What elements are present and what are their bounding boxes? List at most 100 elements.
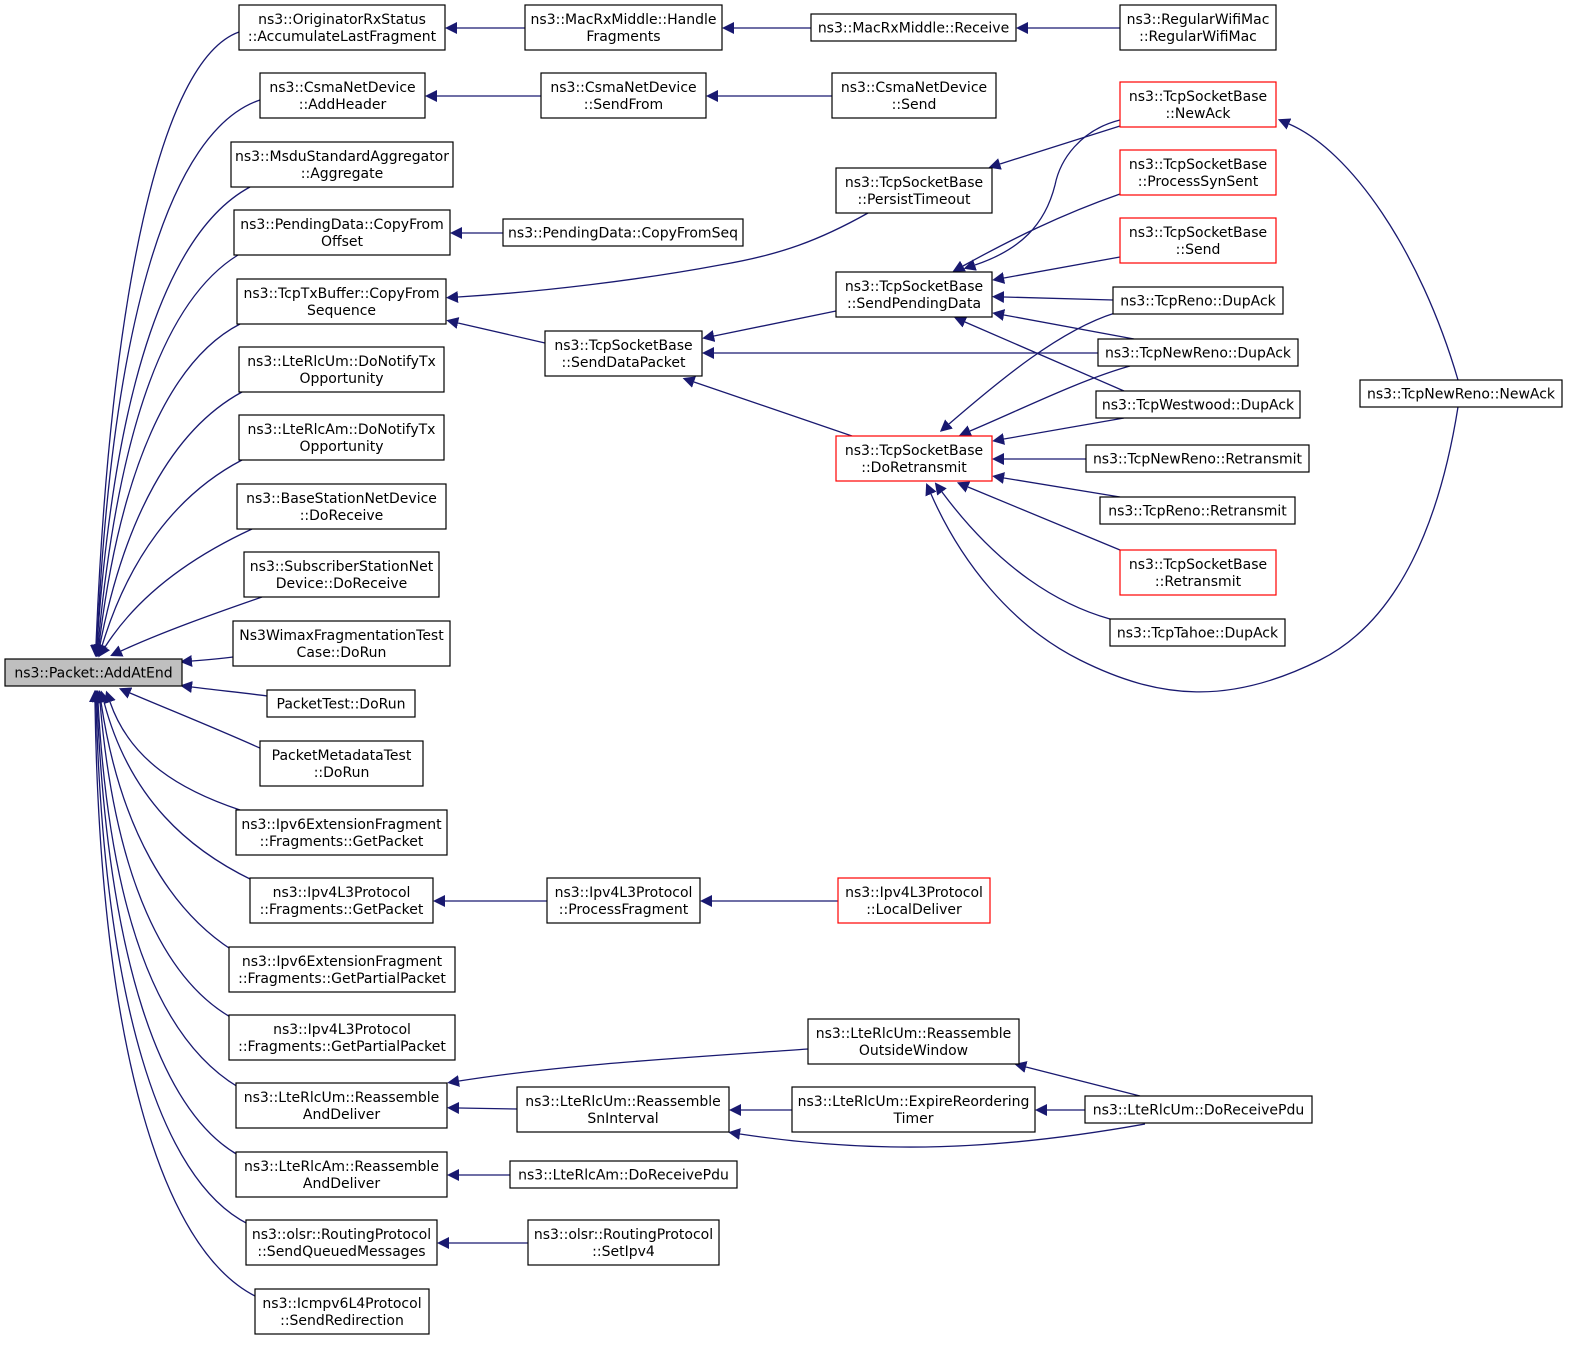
node-rlcam-dorecv[interactable]: ns3::LteRlcAm::DoReceivePdu xyxy=(509,1160,738,1189)
node-label-line: ::SendFrom xyxy=(584,97,663,113)
node-label-line: Device::DoReceive xyxy=(276,576,407,592)
node-tcp-doretx[interactable]: ns3::TcpSocketBase::DoRetransmit xyxy=(835,435,993,482)
node-label-line: ns3::Ipv4L3Protocol xyxy=(845,885,983,901)
node-box xyxy=(245,1219,438,1266)
edge-pend_off-to-root xyxy=(92,254,239,657)
node-label-line: ::AddHeader xyxy=(299,97,387,113)
node-bs-recv[interactable]: ns3::BaseStationNetDevice::DoReceive xyxy=(236,483,447,530)
node-wifi-mac[interactable]: ns3::RegularWifiMac::RegularWifiMac xyxy=(1119,4,1277,51)
edge-wimax_test-to-root xyxy=(180,655,234,667)
node-label-line: ::SendRedirection xyxy=(280,1313,404,1329)
node-label-line: ns3::Ipv6ExtensionFragment xyxy=(242,954,443,970)
node-box xyxy=(810,13,1017,42)
edge-ipv4_get-to-root xyxy=(98,690,253,881)
node-label-line: ::ProcessFragment xyxy=(559,902,689,918)
node-tcp-procsyn[interactable]: ns3::TcpSocketBase::ProcessSynSent xyxy=(1119,149,1277,196)
node-meta-test[interactable]: PacketMetadataTest::DoRun xyxy=(259,740,424,787)
node-label-line: ns3::LteRlcUm::ExpireReordering xyxy=(798,1094,1030,1110)
node-box xyxy=(835,167,993,214)
node-box xyxy=(544,330,703,377)
node-label-line: Fragments xyxy=(586,29,660,45)
node-icmp-redir[interactable]: ns3::Icmpv6L4Protocol::SendRedirection xyxy=(254,1288,430,1335)
node-label-line: ns3::TcpNewReno::Retransmit xyxy=(1093,452,1303,468)
node-label-line: ns3::CsmaNetDevice xyxy=(550,80,696,96)
node-newreno-dupack[interactable]: ns3::TcpNewReno::DupAck xyxy=(1097,338,1299,367)
node-ipv4-localdeliver[interactable]: ns3::Ipv4L3Protocol::LocalDeliver xyxy=(837,877,991,924)
node-box xyxy=(230,141,454,188)
node-reno-retx[interactable]: ns3::TcpReno::Retransmit xyxy=(1099,496,1296,525)
node-tcp-retx[interactable]: ns3::TcpSocketBase::Retransmit xyxy=(1119,549,1277,596)
node-box xyxy=(238,4,446,51)
node-tcp-senddata[interactable]: ns3::TcpSocketBase::SendDataPacket xyxy=(544,330,703,377)
node-tcp-newack[interactable]: ns3::TcpSocketBase::NewAck xyxy=(1119,81,1277,128)
node-tcp-sendpending[interactable]: ns3::TcpSocketBase::SendPendingData xyxy=(835,271,993,318)
edge-rlcum_outside-to-rlcum_reasm xyxy=(447,1048,809,1087)
edge-ipv6_partial-to-root xyxy=(95,690,233,951)
node-box xyxy=(546,877,701,924)
node-label-line: ::PersistTimeout xyxy=(858,192,971,208)
node-box xyxy=(4,658,183,687)
node-msdu[interactable]: ns3::MsduStandardAggregator::Aggregate xyxy=(230,141,454,188)
node-ss-recv[interactable]: ns3::SubscriberStationNetDevice::DoRecei… xyxy=(243,551,440,598)
node-pend-seq[interactable]: ns3::PendingData::CopyFromSeq xyxy=(502,218,744,247)
node-tcp-persist[interactable]: ns3::TcpSocketBase::PersistTimeout xyxy=(835,167,993,214)
node-olsr-setipv4[interactable]: ns3::olsr::RoutingProtocol::SetIpv4 xyxy=(527,1219,720,1266)
node-rlcum-dorecv[interactable]: ns3::LteRlcUm::DoReceivePdu xyxy=(1084,1095,1313,1124)
node-newreno-retx[interactable]: ns3::TcpNewReno::Retransmit xyxy=(1085,444,1310,473)
node-csma-add[interactable]: ns3::CsmaNetDevice::AddHeader xyxy=(259,72,426,119)
edge-rlcum_dorecv-to-rlcum_sninterval xyxy=(728,1123,1146,1148)
edge-reno_dupack-to-tcp_sendpending xyxy=(992,291,1114,303)
node-label-line: ns3::LteRlcUm::Reassemble xyxy=(816,1026,1012,1042)
node-box xyxy=(524,4,723,51)
node-box xyxy=(228,1014,456,1061)
node-ipv6-get[interactable]: ns3::Ipv6ExtensionFragment::Fragments::G… xyxy=(235,809,448,856)
node-olsr-send[interactable]: ns3::olsr::RoutingProtocol::SendQueuedMe… xyxy=(245,1219,438,1266)
node-mac-recv[interactable]: ns3::MacRxMiddle::Receive xyxy=(810,13,1017,42)
node-label-line: Sequence xyxy=(307,303,376,319)
node-westwood-dupack[interactable]: ns3::TcpWestwood::DupAck xyxy=(1095,390,1301,419)
node-ipv4-procfrag[interactable]: ns3::Ipv4L3Protocol::ProcessFragment xyxy=(546,877,701,924)
node-ipv4-partial[interactable]: ns3::Ipv4L3Protocol::Fragments::GetParti… xyxy=(228,1014,456,1061)
node-layer: ns3::Packet::AddAtEnd ns3::OriginatorRxSt… xyxy=(4,4,1563,1335)
node-label-line: ns3::Icmpv6L4Protocol xyxy=(262,1296,421,1312)
node-label-line: ::Fragments::GetPacket xyxy=(260,902,424,918)
node-box xyxy=(238,414,445,461)
edge-tcp_newack-to-tcp_persist xyxy=(988,125,1121,170)
node-label-line: ::DoRun xyxy=(314,765,370,781)
node-box xyxy=(236,483,447,530)
node-csma-sendfrom[interactable]: ns3::CsmaNetDevice::SendFrom xyxy=(540,72,707,119)
edge-westwood_dupack-to-tcp_doretx xyxy=(992,417,1125,445)
node-ipv4-get[interactable]: ns3::Ipv4L3Protocol::Fragments::GetPacke… xyxy=(249,877,434,924)
node-csma-send[interactable]: ns3::CsmaNetDevice::Send xyxy=(831,72,997,119)
node-tahoe-dupack[interactable]: ns3::TcpTahoe::DupAck xyxy=(1109,618,1286,647)
node-pkt-test[interactable]: PacketTest::DoRun xyxy=(266,689,416,718)
node-label-line: ::Send xyxy=(1176,242,1221,258)
node-label-line: ::NewAck xyxy=(1165,106,1231,122)
node-box xyxy=(1109,618,1286,647)
node-root[interactable]: ns3::Packet::AddAtEnd xyxy=(4,658,183,687)
node-label-line: Opportunity xyxy=(299,371,383,387)
edge-tahoe_dupack-to-tcp_doretx xyxy=(934,482,1111,620)
node-newreno-newack[interactable]: ns3::TcpNewReno::NewAck xyxy=(1359,379,1563,408)
node-label-line: ns3::SubscriberStationNet xyxy=(250,559,434,575)
node-ipv6-partial[interactable]: ns3::Ipv6ExtensionFragment::Fragments::G… xyxy=(228,946,456,993)
edge-olsr_send-to-root xyxy=(90,690,249,1225)
node-label-line: ns3::OriginatorRxStatus xyxy=(258,12,426,28)
node-reno-dupack[interactable]: ns3::TcpReno::DupAck xyxy=(1112,286,1284,315)
node-tcp-send[interactable]: ns3::TcpSocketBase::Send xyxy=(1119,217,1277,264)
node-label-line: ns3::PendingData::CopyFromSeq xyxy=(508,226,738,242)
node-label-line: ns3::TcpTahoe::DupAck xyxy=(1117,626,1279,642)
node-orig[interactable]: ns3::OriginatorRxStatus::AccumulateLastF… xyxy=(238,4,446,51)
